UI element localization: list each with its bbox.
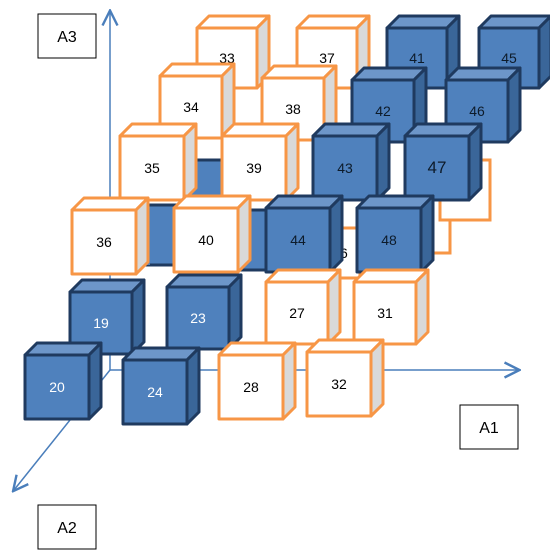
cube-47: 47	[403, 122, 483, 202]
cube-label-27: 27	[289, 305, 305, 321]
cube-label-39: 39	[246, 160, 262, 176]
cube-side-face	[467, 122, 483, 202]
cube-side-face	[326, 268, 342, 346]
cube-front-face	[217, 353, 285, 421]
cube-side-face	[328, 194, 344, 274]
cube-label-44: 44	[290, 232, 306, 248]
cube-label-47: 47	[428, 158, 447, 177]
cube-36: 36	[70, 196, 150, 276]
cube-side-face	[375, 122, 391, 202]
a2-label: A2	[57, 520, 77, 537]
cube-side-face	[134, 196, 150, 276]
cube-front-face	[70, 208, 138, 276]
cube-label-37: 37	[319, 50, 335, 66]
cube-label-48: 48	[381, 232, 397, 248]
cube-front-face	[220, 134, 288, 202]
a2-label-box: A2	[37, 504, 97, 550]
cube-45: 45	[477, 14, 550, 90]
cube-side-face	[182, 122, 198, 202]
cube-front-face	[165, 285, 231, 351]
cube-side-face	[419, 194, 435, 274]
hidden-cube-partial-label: 6	[340, 245, 348, 261]
cube-44: 44	[264, 194, 344, 274]
cube-label-32: 32	[331, 376, 347, 392]
cube-48: 48	[355, 194, 435, 274]
cube-front-face	[311, 134, 379, 202]
cube-label-42: 42	[375, 103, 391, 119]
cube-label-46: 46	[469, 103, 485, 119]
cube-39: 39	[220, 122, 300, 202]
cube-label-31: 31	[377, 305, 393, 321]
cube-side-face	[130, 278, 146, 356]
cube-side-face	[281, 341, 297, 421]
a3-label: A3	[57, 29, 77, 46]
cube-front-face	[121, 358, 189, 426]
cube-20: 20	[23, 341, 103, 421]
cubes-layer: 33 37 41 45 34 38 42 46 35 39 43 47 36 40 44 48 19 23 27 31…	[23, 14, 550, 426]
cube-label-43: 43	[337, 160, 353, 176]
cube-24: 24	[121, 346, 201, 426]
cube-label-20: 20	[49, 379, 65, 395]
a1-label: A1	[479, 420, 499, 437]
cube-side-face	[236, 194, 252, 274]
cube-side-face	[369, 338, 385, 418]
cube-31: 31	[352, 268, 430, 346]
cube-label-36: 36	[96, 234, 112, 250]
cube-32: 32	[305, 338, 385, 418]
cube-label-33: 33	[219, 50, 235, 66]
cube-front-face	[355, 206, 423, 274]
cube-28: 28	[217, 341, 297, 421]
cube-label-23: 23	[190, 310, 206, 326]
cube-label-34: 34	[183, 99, 199, 115]
cube-40: 40	[172, 194, 252, 274]
cube-label-40: 40	[198, 232, 214, 248]
cube-side-face	[414, 268, 430, 346]
cube-front-face	[403, 134, 471, 202]
cube-label-41: 41	[409, 50, 425, 66]
cube-side-face	[185, 346, 201, 426]
cube-23: 23	[165, 273, 243, 351]
cube-front-face	[352, 280, 418, 346]
a3-label-box: A3	[37, 13, 97, 59]
cube-label-19: 19	[93, 315, 109, 331]
cube-front-face	[305, 350, 373, 418]
cube-front-face	[264, 280, 330, 346]
cube-label-28: 28	[243, 379, 259, 395]
cube-front-face	[172, 206, 240, 274]
cube-side-face	[87, 341, 103, 421]
cube-label-35: 35	[144, 160, 160, 176]
cube-side-face	[506, 66, 522, 144]
cube-label-45: 45	[501, 50, 517, 66]
cube-side-face	[284, 122, 300, 202]
cube-front-face	[23, 353, 91, 421]
cube-side-face	[537, 14, 550, 90]
cube-side-face	[227, 273, 243, 351]
cube-27: 27	[264, 268, 342, 346]
a1-label-box: A1	[459, 404, 519, 450]
cube-43: 43	[311, 122, 391, 202]
cube-label-38: 38	[285, 101, 301, 117]
cube-front-face	[118, 134, 186, 202]
cube-label-24: 24	[147, 384, 163, 400]
cube-35: 35	[118, 122, 198, 202]
